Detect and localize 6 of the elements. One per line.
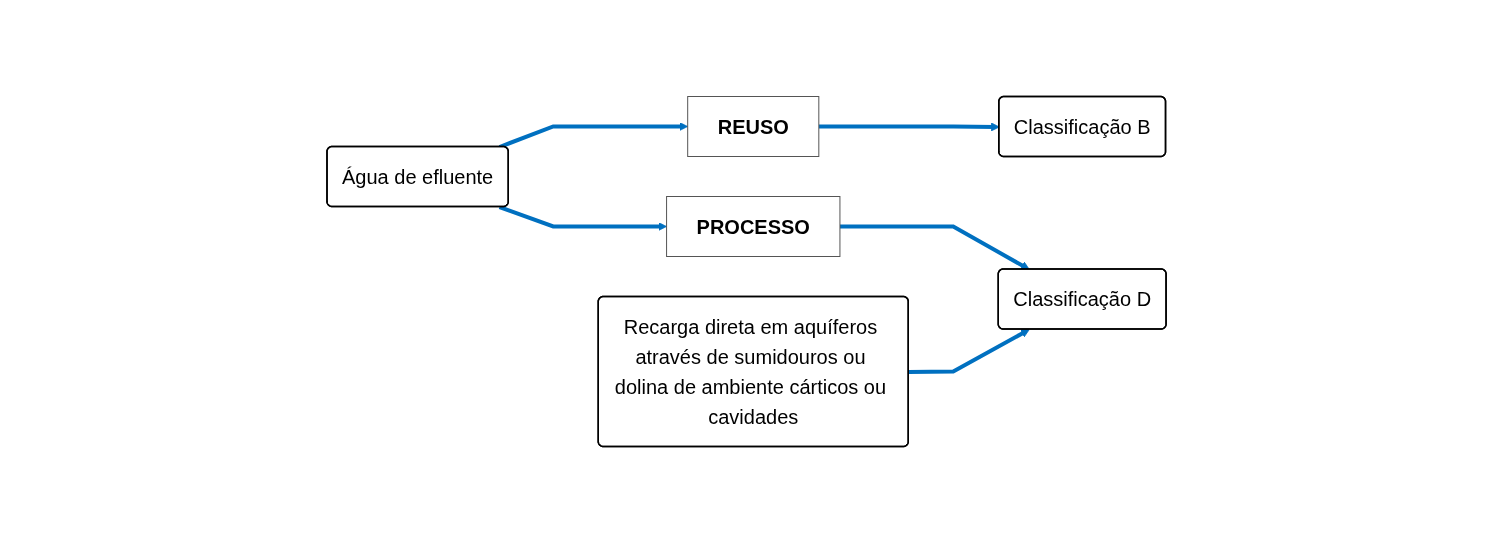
- arrow: [499, 205, 668, 231]
- node-box: REUSO: [687, 96, 820, 157]
- arrow: [909, 329, 1031, 374]
- arrow: [840, 224, 1031, 270]
- arrow: [499, 122, 689, 149]
- node-box: PROCESSO: [666, 196, 841, 257]
